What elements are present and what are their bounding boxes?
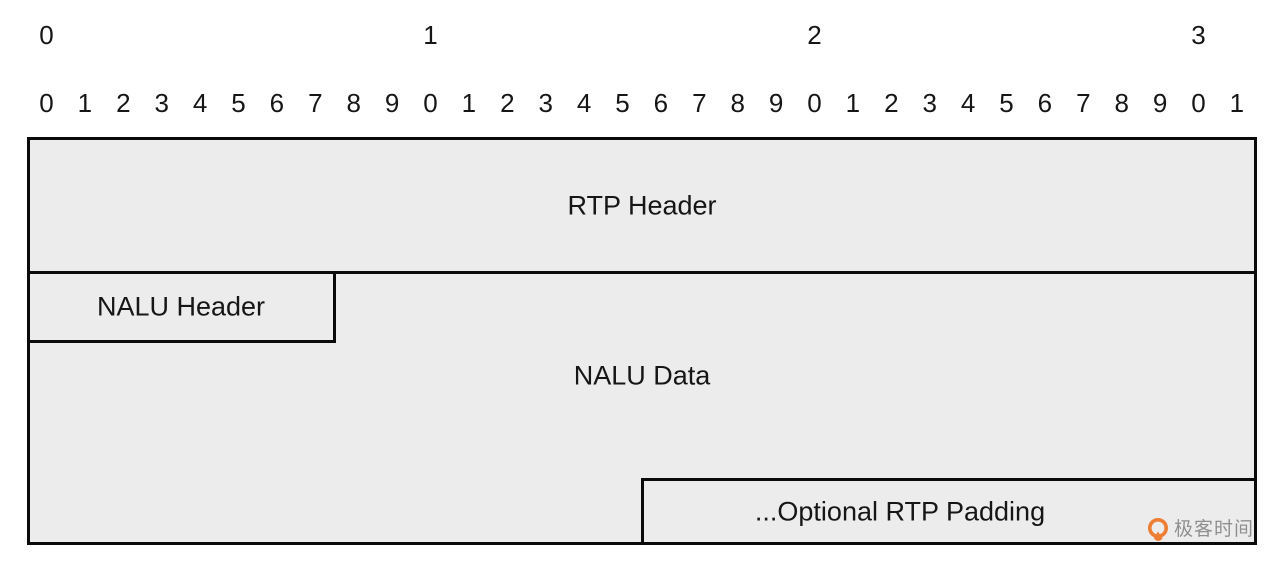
bit-number: 9 xyxy=(384,88,400,118)
bit-number: 0 xyxy=(39,88,54,118)
nalu-header-right-border xyxy=(333,271,336,343)
bit-number: 7 xyxy=(692,88,707,118)
bit-number: 8 xyxy=(346,88,361,118)
bit-number: 7 xyxy=(308,88,323,118)
rtp-padding-left-border xyxy=(641,478,644,542)
bit-number: 3 xyxy=(922,88,937,118)
bit-number: 6 xyxy=(269,88,285,118)
bit-number: 5 xyxy=(231,88,246,118)
bit-number: 1 xyxy=(845,88,861,118)
bit-number: 5 xyxy=(615,88,630,118)
bit-number: 8 xyxy=(730,88,745,118)
bit-number: 1 xyxy=(461,88,477,118)
bit-number: 2 xyxy=(500,88,515,118)
nalu-header-bottom-border xyxy=(30,340,336,343)
bit-number: 2 xyxy=(884,88,899,118)
geektime-logo-icon xyxy=(1146,517,1170,544)
rtp-header-label: RTP Header xyxy=(567,190,717,221)
rtp-padding-top-border xyxy=(641,478,1254,481)
byte-offset-number: 0 xyxy=(39,20,54,50)
bit-number: 2 xyxy=(116,88,131,118)
nalu-data-label: NALU Data xyxy=(573,360,711,391)
bit-number: 7 xyxy=(1076,88,1091,118)
bit-number: 1 xyxy=(77,88,93,118)
bit-number: 4 xyxy=(192,88,208,118)
rtp-header-divider xyxy=(30,271,1254,274)
bit-number: 4 xyxy=(960,88,976,118)
bit-number: 0 xyxy=(807,88,822,118)
bit-number: 5 xyxy=(999,88,1014,118)
bit-number: 1 xyxy=(1229,88,1245,118)
bit-number: 3 xyxy=(538,88,553,118)
watermark: 极客时间 xyxy=(1146,516,1254,544)
bit-number: 0 xyxy=(423,88,438,118)
bit-number: 6 xyxy=(1037,88,1053,118)
bit-number: 9 xyxy=(768,88,784,118)
byte-offset-number: 1 xyxy=(423,20,438,50)
bit-number: 4 xyxy=(576,88,592,118)
bit-number: 6 xyxy=(653,88,669,118)
bit-number: 9 xyxy=(1152,88,1168,118)
byte-ruler: 0 1 2 3 xyxy=(0,19,1280,51)
bit-number: 3 xyxy=(154,88,169,118)
bit-number: 8 xyxy=(1114,88,1129,118)
byte-offset-number: 3 xyxy=(1191,20,1206,50)
bit-number: 0 xyxy=(1191,88,1206,118)
rtp-padding-label: ...Optional RTP Padding xyxy=(754,496,1046,527)
nalu-header-label: NALU Header xyxy=(96,291,266,322)
packet-outline xyxy=(27,137,1257,545)
watermark-text: 极客时间 xyxy=(1174,519,1255,540)
byte-offset-number: 2 xyxy=(807,20,822,50)
